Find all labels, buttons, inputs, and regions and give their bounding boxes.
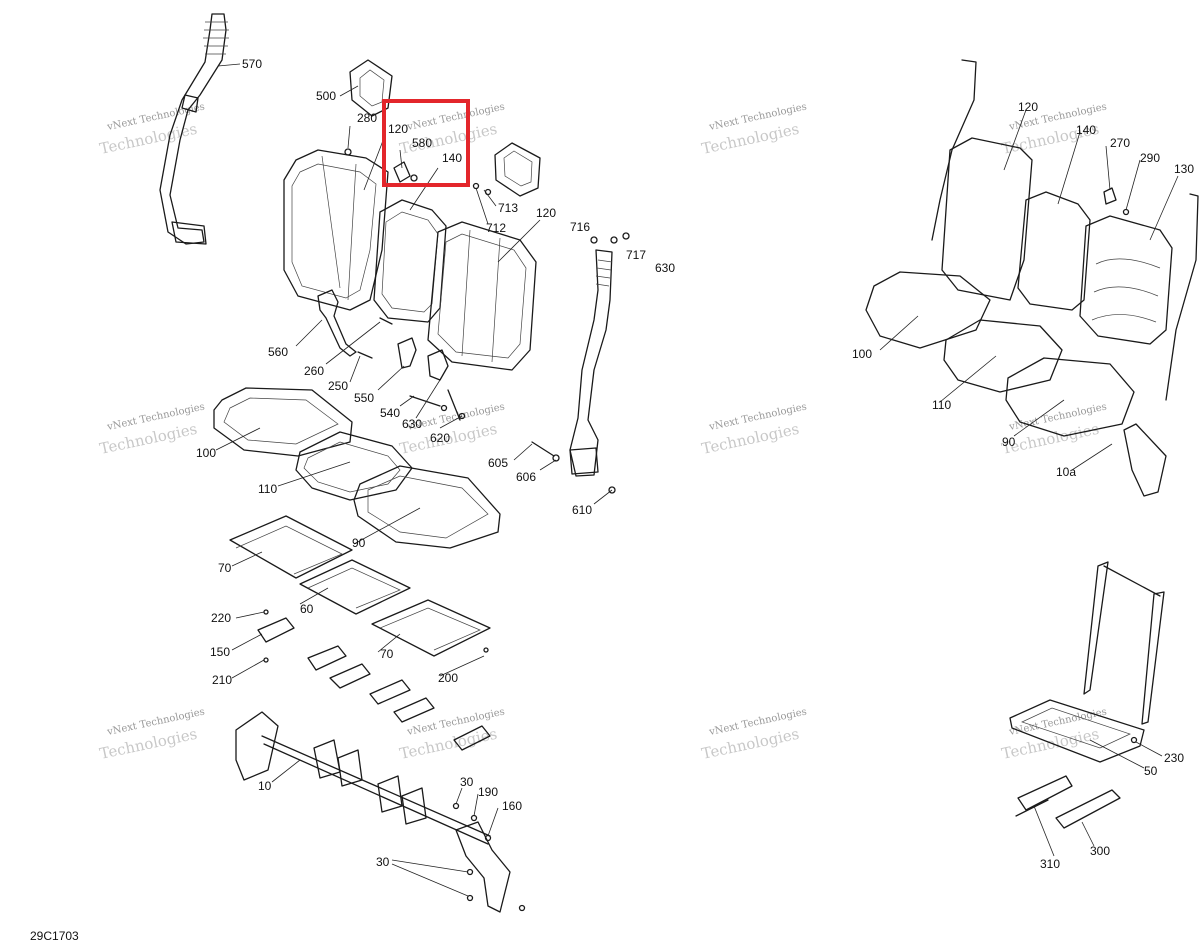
part-backrest-120-left[interactable] bbox=[283, 149, 389, 311]
callout-120: 120 bbox=[1018, 100, 1038, 114]
callout-550: 550 bbox=[354, 391, 374, 405]
part-base-frame-10[interactable] bbox=[235, 711, 526, 913]
part-anchor-270[interactable] bbox=[1103, 187, 1130, 216]
callout-110: 110 bbox=[932, 398, 951, 412]
part-slider-pair-lower[interactable] bbox=[369, 679, 435, 723]
callout-500: 500 bbox=[316, 89, 336, 103]
callout-230: 230 bbox=[1164, 751, 1184, 765]
part-slider-150[interactable] bbox=[257, 609, 295, 663]
callout-70: 70 bbox=[380, 647, 394, 661]
callout-160: 160 bbox=[502, 799, 522, 813]
callout-630: 630 bbox=[655, 261, 675, 275]
part-backrest-120-right[interactable] bbox=[427, 221, 537, 371]
callout-310: 310 bbox=[1040, 857, 1060, 871]
callout-210: 210 bbox=[212, 673, 232, 687]
callout-717: 717 bbox=[626, 248, 646, 262]
part-seat-belt-570[interactable] bbox=[159, 13, 229, 245]
callout-70: 70 bbox=[218, 561, 232, 575]
callout-610: 610 bbox=[572, 503, 592, 517]
part-belt-guide-580[interactable] bbox=[393, 161, 418, 183]
watermark: vNext Technologies Technologies bbox=[700, 102, 808, 158]
callout-140: 140 bbox=[442, 151, 462, 165]
callout-250: 250 bbox=[328, 379, 348, 393]
watermark: vNext Technologies Technologies bbox=[700, 707, 808, 763]
callout-716: 716 bbox=[570, 220, 590, 234]
highlight-box bbox=[382, 99, 470, 187]
callout-270: 270 bbox=[1110, 136, 1130, 150]
part-rail-300[interactable] bbox=[1055, 789, 1121, 829]
diagram-code: 29C1703 bbox=[30, 929, 79, 943]
part-slider-pair-upper[interactable] bbox=[307, 645, 371, 689]
watermark: vNext Technologies Technologies bbox=[398, 707, 506, 763]
part-frame-50[interactable] bbox=[1009, 561, 1165, 763]
callout-140: 140 bbox=[1076, 123, 1096, 137]
callout-560: 560 bbox=[268, 345, 288, 359]
callout-10: 10 bbox=[258, 779, 272, 793]
part-shoulder-belt[interactable] bbox=[569, 232, 630, 494]
part-frame-60[interactable] bbox=[299, 559, 411, 615]
part-hardware-540-630-620[interactable] bbox=[409, 389, 466, 421]
part-buckle-550[interactable] bbox=[397, 337, 449, 381]
callout-620: 620 bbox=[430, 431, 450, 445]
watermark: vNext Technologies Technologies bbox=[98, 402, 206, 458]
part-frame-70-lower[interactable] bbox=[371, 599, 491, 657]
callout-100: 100 bbox=[852, 347, 872, 361]
callout-570: 570 bbox=[242, 57, 262, 71]
watermark: vNext Technologies Technologies bbox=[98, 707, 206, 763]
part-cushion-100-left[interactable] bbox=[213, 387, 353, 457]
callout-90: 90 bbox=[1002, 435, 1016, 449]
callout-110: 110 bbox=[258, 482, 277, 496]
part-frame-70-upper[interactable] bbox=[229, 515, 353, 579]
callout-50: 50 bbox=[1144, 764, 1158, 778]
leader-lines bbox=[215, 63, 1179, 897]
callout-260: 260 bbox=[304, 364, 324, 378]
part-cushion-110-left[interactable] bbox=[295, 431, 413, 501]
callout-60: 60 bbox=[300, 602, 314, 616]
callout-605: 605 bbox=[488, 456, 508, 470]
part-cushion-90-left[interactable] bbox=[353, 465, 501, 549]
callout-713: 713 bbox=[498, 201, 518, 215]
part-slider-200[interactable] bbox=[453, 647, 491, 751]
callout-130: 130 bbox=[1174, 162, 1194, 176]
callouts: 570 500 280 120 580 140 713 712 120 716 … bbox=[196, 57, 1194, 871]
callout-540: 540 bbox=[380, 406, 400, 420]
callout-150: 150 bbox=[210, 645, 230, 659]
callout-30: 30 bbox=[460, 775, 474, 789]
callout-580: 580 bbox=[412, 136, 432, 150]
callout-220: 220 bbox=[211, 611, 231, 625]
watermark: vNext Technologies Technologies bbox=[700, 402, 808, 458]
callout-190: 190 bbox=[478, 785, 498, 799]
part-slider-310[interactable] bbox=[1015, 775, 1073, 817]
part-buckle-560[interactable] bbox=[317, 289, 357, 357]
callout-712: 712 bbox=[486, 221, 506, 235]
callout-120: 120 bbox=[388, 122, 408, 136]
callout-300: 300 bbox=[1090, 844, 1110, 858]
callout-280: 280 bbox=[357, 111, 377, 125]
callout-120: 120 bbox=[536, 206, 556, 220]
watermark: vNext Technologies Technologies bbox=[98, 102, 206, 158]
watermarks: vNext Technologies Technologies vNext Te… bbox=[98, 102, 1108, 763]
callout-290: 290 bbox=[1140, 151, 1160, 165]
part-headrest[interactable] bbox=[494, 142, 541, 197]
part-bolts-260-250[interactable] bbox=[357, 317, 393, 359]
callout-606: 606 bbox=[516, 470, 536, 484]
callout-30: 30 bbox=[376, 855, 390, 869]
callout-100: 100 bbox=[196, 446, 216, 460]
part-assembled-seat[interactable] bbox=[865, 59, 1199, 497]
callout-10a: 10a bbox=[1056, 465, 1076, 479]
callout-90: 90 bbox=[352, 536, 366, 550]
callout-200: 200 bbox=[438, 671, 458, 685]
part-rod-605-606[interactable] bbox=[531, 441, 560, 462]
callout-630: 630 bbox=[402, 417, 422, 431]
